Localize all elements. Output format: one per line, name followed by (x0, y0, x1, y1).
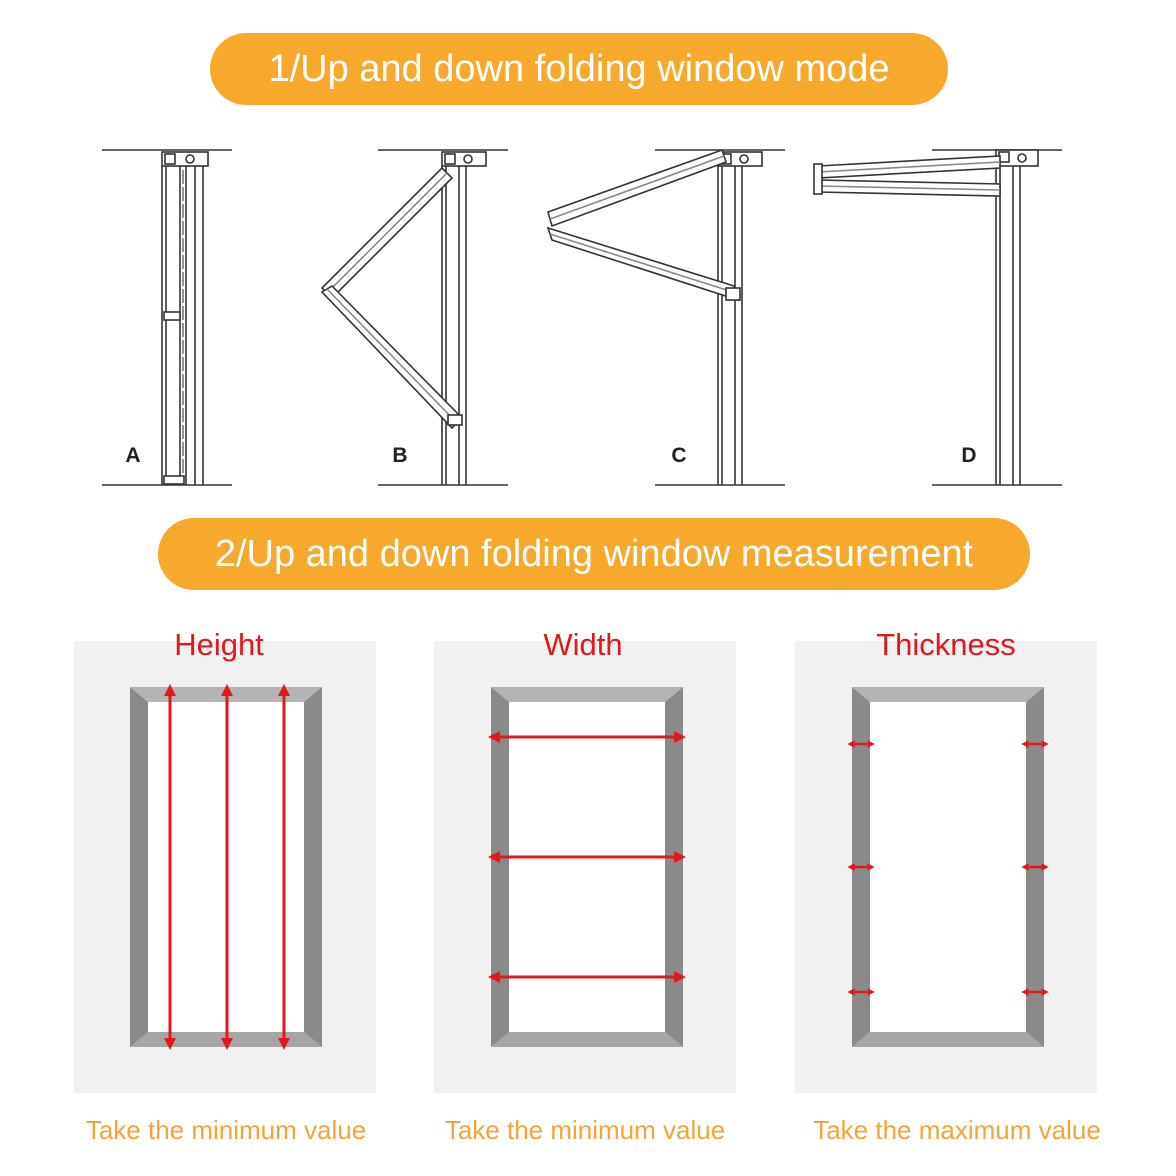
diagram-label-c: C (671, 444, 686, 467)
thickness-caption: Take the maximum value (813, 1115, 1101, 1145)
window-diagram-c (546, 148, 785, 486)
diagram-label-d: D (961, 444, 976, 467)
height-panel (74, 641, 376, 1093)
mode-heading: 1/Up and down folding window mode (210, 33, 948, 105)
height-title: Height (174, 627, 264, 662)
width-caption: Take the minimum value (445, 1115, 725, 1145)
window-diagram-d (813, 149, 1062, 486)
window-diagram-a (102, 149, 232, 486)
measurement-heading: 2/Up and down folding window measurement (158, 518, 1030, 590)
width-title: Width (543, 627, 622, 662)
thickness-panel (795, 641, 1097, 1093)
thickness-title: Thickness (876, 627, 1016, 662)
height-caption: Take the minimum value (86, 1115, 366, 1145)
diagram-label-a: A (125, 444, 140, 467)
diagram-label-b: B (392, 444, 407, 467)
width-panel (434, 641, 736, 1093)
window-diagram-b (320, 149, 508, 486)
